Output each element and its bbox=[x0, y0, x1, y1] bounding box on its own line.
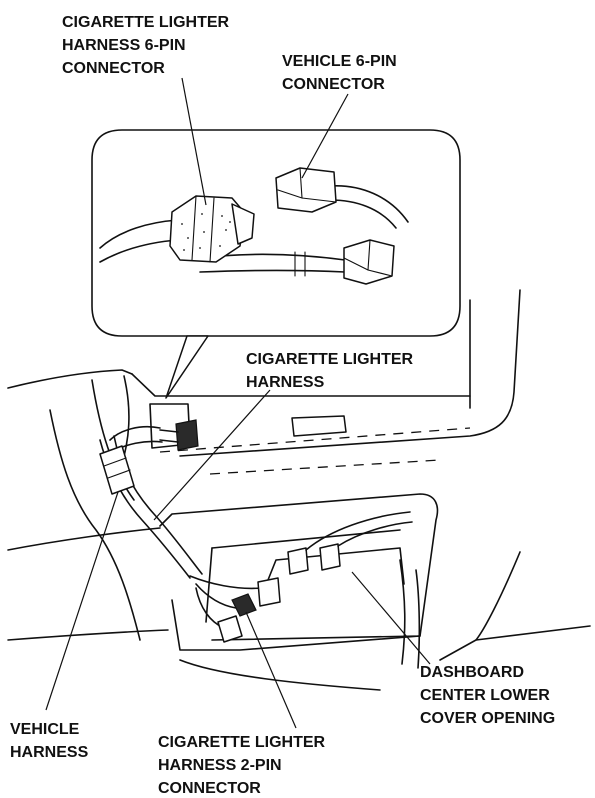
branch-wire-lower bbox=[195, 583, 237, 609]
right-panel-curve bbox=[475, 551, 521, 641]
inset-frame bbox=[91, 129, 461, 337]
inset-vehicle-wire bbox=[329, 185, 409, 223]
recess-connector-wire bbox=[159, 429, 179, 443]
harness-upper-wire bbox=[109, 425, 161, 441]
dashboard-right-edge bbox=[179, 289, 521, 457]
dashboard-body bbox=[7, 289, 591, 691]
opening-lower-frame bbox=[171, 599, 421, 651]
tape-wrap-marks bbox=[103, 457, 131, 479]
detail-inset bbox=[91, 129, 461, 399]
label-vehicle-6pin-connector: VEHICLE 6-PIN CONNECTOR bbox=[282, 53, 401, 93]
label-dashboard-center-lower-cover-opening: DASHBOARD CENTER LOWER COVER OPENING bbox=[420, 664, 555, 727]
dashboard-upper-panel bbox=[7, 369, 133, 389]
leader-lighter-6pin bbox=[181, 77, 207, 206]
branch-wire-upper bbox=[189, 575, 263, 590]
leader-lighter-harness bbox=[153, 389, 271, 521]
dashboard-crossbar bbox=[7, 527, 161, 551]
recess-connector bbox=[175, 419, 199, 451]
right-panel-lower bbox=[439, 625, 591, 661]
dashboard-dashed-line bbox=[159, 427, 471, 453]
leader-vehicle-harness bbox=[45, 491, 119, 711]
inset-vehicle-connector-edge bbox=[277, 167, 337, 203]
inset-vehicle-wire-2 bbox=[329, 199, 397, 229]
inset-pointer bbox=[165, 335, 209, 399]
label-lighter-harness-6pin-connector: CIGARETTE LIGHTER HARNESS 6-PIN CONNECTO… bbox=[62, 14, 234, 77]
inset-tape-band bbox=[191, 195, 215, 263]
opening-inner-top bbox=[211, 529, 401, 549]
floor-console-line bbox=[7, 629, 169, 641]
leader-lighter-2pin bbox=[245, 611, 297, 729]
opening-connector-right bbox=[319, 543, 341, 571]
inset-connector-face bbox=[231, 203, 255, 245]
inset-lighter-wire-upper bbox=[99, 219, 179, 249]
inset-lighter-6pin-connector bbox=[169, 195, 245, 263]
inset-lighter-wire-lower bbox=[99, 239, 179, 263]
label-lighter-harness-2pin-connector: CIGARETTE LIGHTER HARNESS 2-PIN CONNECTO… bbox=[158, 734, 330, 797]
inset-branch-wire-2 bbox=[199, 269, 346, 273]
dashboard-top-edge bbox=[131, 373, 471, 397]
leader-vehicle-6pin bbox=[301, 93, 349, 179]
dashboard-dashed-line-2 bbox=[209, 459, 441, 475]
inset-vehicle-6pin-connector bbox=[275, 167, 337, 213]
left-trim-inner bbox=[91, 379, 135, 501]
vehicle-harness-bundle-2 bbox=[113, 435, 203, 575]
opening-connector-left bbox=[287, 547, 309, 575]
lower-white-connector bbox=[217, 615, 243, 643]
inset-tape-texture bbox=[181, 213, 231, 251]
center-lower-cover-opening bbox=[159, 493, 439, 641]
lighter-2pin-connector bbox=[231, 593, 257, 617]
opening-connector-wires bbox=[305, 511, 413, 551]
harness-routing bbox=[99, 419, 413, 643]
label-lighter-harness: CIGARETTE LIGHTER HARNESS bbox=[246, 351, 418, 391]
leader-lines bbox=[45, 77, 431, 729]
left-trim-outer bbox=[49, 409, 141, 641]
opening-right-leg-2 bbox=[415, 569, 421, 669]
label-vehicle-harness: VEHICLE HARNESS bbox=[10, 721, 89, 761]
dashboard-switch bbox=[291, 415, 347, 437]
inset-white-connector-edge bbox=[343, 239, 393, 277]
middle-white-connector bbox=[257, 577, 281, 607]
inset-taped-section bbox=[294, 251, 306, 277]
leader-dashboard-opening bbox=[351, 571, 431, 665]
lower-console-edge bbox=[179, 659, 381, 691]
opening-right-leg bbox=[399, 559, 406, 665]
opening-inner-left bbox=[205, 547, 213, 623]
